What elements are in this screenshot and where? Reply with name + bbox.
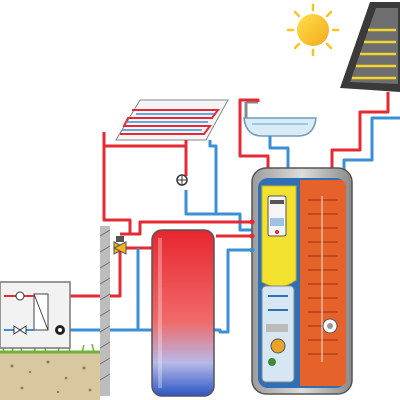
- connection-points: [249, 219, 255, 253]
- pump-icon: [176, 174, 188, 186]
- solar-panel-icon: [340, 2, 400, 92]
- sun-icon: [286, 3, 340, 57]
- sink-icon: [243, 100, 317, 137]
- heat-pump-icon: [0, 281, 96, 349]
- underfloor-heating-coil-icon: [115, 99, 229, 141]
- floor-heating-pipes: [102, 132, 252, 234]
- solar-pipes: [330, 92, 400, 176]
- control-panel-icon: [267, 195, 287, 237]
- house-wall: [99, 226, 111, 396]
- tank-icon: [151, 229, 215, 397]
- valve-icon: [112, 236, 128, 255]
- ground: [0, 343, 100, 400]
- washbasin-pipes: [238, 98, 290, 176]
- boiler-icon: [251, 167, 353, 395]
